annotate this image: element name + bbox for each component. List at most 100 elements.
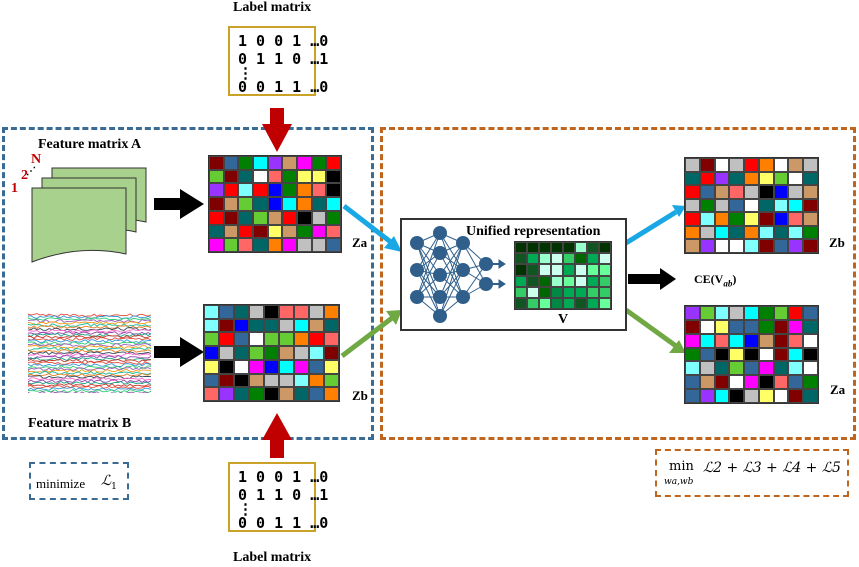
green-arrow-head-2 [669, 340, 686, 353]
nn-edge [439, 252, 464, 298]
matrix-cell [238, 156, 253, 170]
signal-trace [28, 336, 152, 341]
matrix-cell [699, 347, 715, 362]
matrix-cell [223, 238, 239, 252]
matrix-cell [223, 224, 239, 239]
neural-network-icon [410, 226, 506, 323]
feature-matrix-b-label: Feature matrix B [28, 416, 132, 431]
matrix-cell [551, 275, 563, 287]
matrix-cell [729, 239, 745, 253]
matrix-cell [699, 198, 715, 213]
zb-matrix-left [203, 304, 340, 402]
signal-trace [28, 374, 152, 379]
nn-edge [439, 242, 464, 317]
matrix-cell [219, 373, 234, 388]
matrix-cell [282, 197, 297, 211]
matrix-cell [685, 375, 700, 390]
matrix-cell [587, 286, 599, 298]
nn-node [479, 277, 493, 291]
top-label-row-3: ⋮ [238, 64, 253, 82]
matrix-cell [803, 171, 818, 186]
matrix-cell [309, 332, 324, 347]
matrix-cell [788, 333, 804, 348]
matrix-cell [788, 239, 804, 253]
matrix-cell [744, 319, 759, 334]
nn-edge [416, 242, 441, 298]
matrix-cell [249, 373, 264, 388]
nn-edge [416, 269, 441, 317]
matrix-cell [515, 242, 527, 254]
matrix-cell [279, 373, 294, 388]
matrix-cell [309, 373, 324, 388]
matrix-cell [758, 306, 774, 320]
black-arrow-b [154, 337, 204, 367]
matrix-cell [309, 305, 324, 319]
matrix-cell [282, 156, 297, 170]
matrix-cell [788, 171, 804, 186]
matrix-cell [729, 375, 745, 390]
matrix-cell [209, 169, 224, 184]
matrix-cell [758, 198, 774, 213]
matrix-cell [324, 387, 339, 401]
signal-trace [28, 335, 152, 339]
matrix-cell [773, 347, 789, 362]
matrix-cell [311, 224, 327, 239]
matrix-cell [685, 389, 700, 403]
feature-panel-dashed-box [2, 127, 374, 440]
stack-dots: ⋰ [26, 166, 36, 177]
matrix-cell [699, 333, 715, 348]
matrix-cell [685, 306, 700, 320]
za-label-right: Za [830, 382, 846, 397]
red-down-arrow [262, 108, 292, 152]
matrix-cell [685, 212, 700, 226]
matrix-cell [219, 305, 234, 319]
matrix-cell [758, 319, 774, 334]
nn-node [456, 263, 470, 277]
matrix-cell [575, 253, 587, 265]
nn-node [433, 226, 447, 240]
min-subscript: wa,wb [664, 477, 694, 487]
matrix-cell [279, 346, 294, 360]
matrix-cell [563, 242, 575, 254]
loss-sum-expression: ℒ2 + ℒ3 + ℒ4 + ℒ5 [703, 460, 841, 476]
matrix-cell [539, 275, 551, 287]
matrix-cell [253, 238, 268, 252]
matrix-cell [253, 169, 268, 184]
matrix-cell [219, 387, 234, 401]
matrix-cell [209, 210, 224, 225]
matrix-cell [699, 375, 715, 390]
zb-label-left: Zb [352, 388, 368, 403]
matrix-cell [699, 185, 715, 199]
signal-trace [28, 341, 152, 345]
matrix-cell [729, 212, 745, 226]
matrix-cell [699, 389, 715, 403]
matrix-cell [264, 332, 279, 347]
matrix-cell [773, 375, 789, 390]
matrix-cell [788, 361, 804, 376]
matrix-cell [563, 275, 575, 287]
matrix-cell [279, 387, 294, 401]
matrix-cell [223, 183, 239, 198]
matrix-cell [773, 185, 789, 199]
matrix-cell [267, 210, 283, 225]
matrix-cell [311, 156, 327, 170]
matrix-cell [744, 306, 759, 320]
loss-l1-sub: 1 [111, 481, 117, 492]
matrix-cell [326, 156, 341, 170]
matrix-cell [599, 242, 611, 254]
matrix-cell [773, 198, 789, 213]
nn-edge [416, 232, 441, 298]
ce-subscript: ab [723, 278, 733, 289]
matrix-cell [324, 359, 339, 374]
matrix-cell [587, 264, 599, 276]
matrix-cell [297, 183, 312, 198]
signal-trace [28, 354, 152, 359]
matrix-cell [788, 375, 804, 390]
matrix-cell [758, 389, 774, 403]
matrix-cell [223, 210, 239, 225]
matrix-cell [311, 183, 327, 198]
matrix-cell [249, 346, 264, 360]
feature-b-signal-image [28, 313, 152, 393]
matrix-cell [685, 319, 700, 334]
matrix-cell [714, 375, 730, 390]
